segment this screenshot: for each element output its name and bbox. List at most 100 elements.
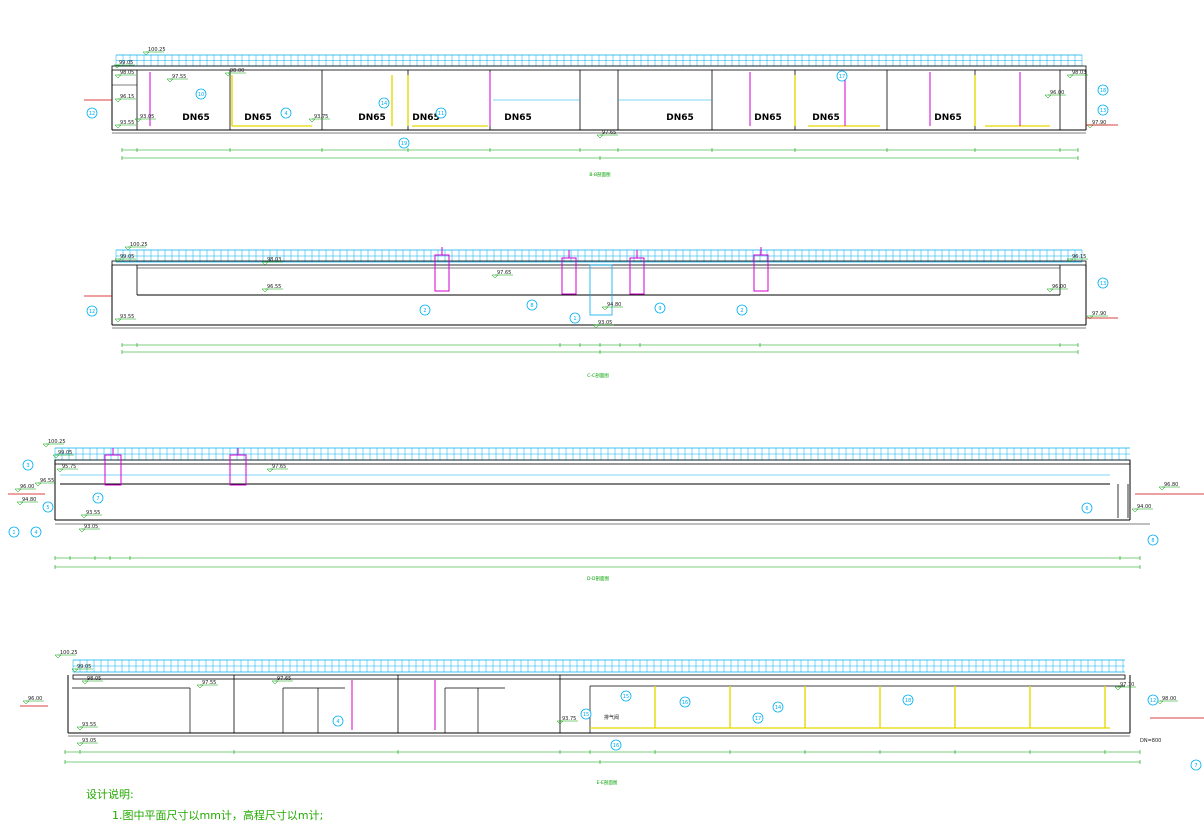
callout-13: 13 (1097, 104, 1109, 116)
pipe-label: DN65 (812, 113, 840, 123)
callout-number: 1 (573, 316, 576, 322)
dimension-line (121, 156, 1079, 160)
level-value: 99.05 (77, 664, 91, 670)
callout-14: 14 (772, 701, 784, 713)
callout-10: 10 (195, 88, 207, 100)
dimension-line (54, 556, 1141, 560)
level-value: 97.55 (202, 680, 216, 686)
level-mark: 100.25 (54, 650, 78, 659)
level-value: 97.90 (1092, 311, 1106, 317)
callout-number: 11 (438, 111, 444, 117)
level-mark: 98.05 (114, 70, 136, 79)
callout-circle (1147, 694, 1159, 706)
pipe-label: DN65 (666, 113, 694, 123)
callout-circle (22, 459, 34, 471)
level-mark: 94.80 (16, 497, 38, 506)
section-s4: 100.2599.0598.0597.5597.6593.5593.0593.7… (20, 650, 1204, 771)
level-mark: 93.75 (556, 716, 578, 725)
level-mark: 97.90 (1086, 120, 1108, 129)
level-value: 93.55 (120, 120, 134, 126)
level-value: 96.00 (20, 484, 34, 490)
level-value: 96.80 (1164, 482, 1178, 488)
level-value: 97.10 (1120, 682, 1134, 688)
level-value: 97.90 (1092, 120, 1106, 126)
callout-number: 1 (12, 530, 15, 536)
level-value: 100.25 (130, 242, 148, 248)
callout-number: 17 (755, 716, 761, 722)
callout-circle (42, 501, 54, 513)
callout-circle (752, 712, 764, 724)
level-value: 100.25 (60, 650, 78, 656)
level-mark: 98.03 (261, 257, 283, 266)
notes-heading: 设计说明: (86, 787, 134, 801)
level-mark: 100.25 (42, 439, 66, 448)
callout-number: 16 (682, 700, 688, 706)
dimension-line (121, 350, 1079, 354)
callout-circle (620, 690, 632, 702)
level-mark: 93.55 (76, 722, 98, 731)
level-value: 97.65 (277, 676, 291, 682)
level-value: 98.03 (267, 257, 281, 263)
level-value: 97.55 (172, 74, 186, 80)
level-mark: 93.55 (114, 120, 136, 129)
callout-number: 10 (198, 92, 204, 98)
callout-number: 13 (1100, 108, 1106, 114)
callout-1: 1 (569, 312, 581, 324)
level-value: 94.80 (22, 497, 36, 503)
callout-number: 6 (1085, 506, 1088, 512)
level-mark: 97.90 (1086, 311, 1108, 320)
level-mark: 96.55 (261, 284, 283, 293)
level-mark: 98.00 (224, 68, 246, 77)
dimension-line (121, 343, 1079, 347)
level-mark: 97.55 (166, 74, 188, 83)
callout-number: 12 (89, 309, 95, 315)
level-value: 93.55 (82, 722, 96, 728)
callout-5: 5 (42, 501, 54, 513)
level-value: 98.00 (230, 68, 244, 74)
level-value: 100.25 (48, 439, 66, 445)
section-s3: 100.2599.0597.6596.0094.8093.5593.0595.7… (8, 439, 1204, 569)
pipe-label: DN65 (504, 113, 532, 123)
pipe-label: DN65 (754, 113, 782, 123)
level-value: 96.00 (1052, 284, 1066, 290)
top-slab (111, 65, 1087, 71)
level-value: 93.55 (86, 510, 100, 516)
level-value: 96.55 (267, 284, 281, 290)
callout-circle (30, 526, 42, 538)
level-value: 93.55 (120, 314, 134, 320)
level-value: 97.65 (602, 130, 616, 136)
callout-number: 14 (381, 101, 387, 107)
dimension-line (64, 750, 1141, 754)
level-value: 96.00 (28, 696, 42, 702)
level-value: 93.05 (598, 320, 612, 326)
callout-circle (86, 107, 98, 119)
callout-15: 15 (620, 690, 632, 702)
level-value: 99.05 (58, 450, 72, 456)
top-slab (72, 674, 1126, 680)
section-title-s3: D-D剖面图 (587, 575, 610, 582)
level-mark: 93.05 (134, 114, 156, 123)
callout-circle (1190, 759, 1202, 771)
level-value: 94.00 (1137, 504, 1151, 510)
callout-number: 4 (284, 111, 287, 117)
callout-number: 7 (1194, 763, 1197, 769)
callout-number: 18 (1100, 88, 1106, 94)
callout-2: 2 (419, 304, 431, 316)
level-mark: 96.55 (34, 478, 56, 487)
level-mark: 95.75 (56, 464, 78, 473)
level-mark: 96.00 (1044, 90, 1066, 99)
callout-number: 8 (1151, 538, 1154, 544)
gate-frame (561, 257, 577, 295)
callout-circle (419, 304, 431, 316)
level-value: 93.05 (84, 524, 98, 530)
callout-circle (902, 694, 914, 706)
notes-line-1: 1.图中平面尺寸以mm计，高程尺寸以m计; (112, 808, 323, 822)
callout-17: 17 (752, 712, 764, 724)
level-mark: 99.05 (71, 664, 93, 673)
callout-circle (1097, 84, 1109, 96)
gate-frame (753, 254, 769, 292)
callout-circle (8, 526, 20, 538)
level-value: 93.05 (82, 738, 96, 744)
callout-number: 2 (740, 308, 743, 314)
